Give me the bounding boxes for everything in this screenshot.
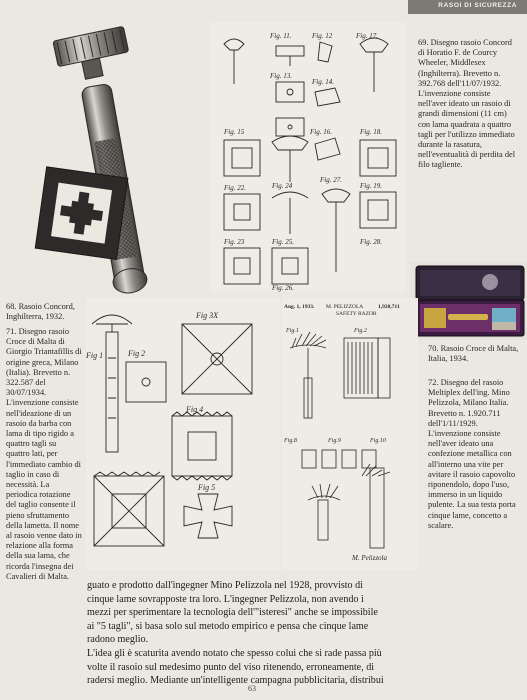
patent-signature: M. Pelizzola [351,554,387,562]
patent-drawing-meltiplex: Aug. 1, 1933. M. PELIZZOLA 1,920,711 SAF… [282,298,418,570]
fig-label-27: Fig. 27. [319,176,342,184]
caption-69: 69. Disegno rasoio Concord di Horatio F.… [418,38,516,170]
fig-label-19: Fig. 19. [359,182,382,190]
body-paragraph-2: L'idea gli è scaturita avendo notato che… [87,647,384,687]
fig-label-25: Fig. 25. [271,238,294,246]
body-paragraph-1: guato e prodotto dall'ingegner Mino Peli… [87,580,378,646]
fig-label-9: Fig.9 [327,438,341,444]
croce-di-malta-razor-photo [410,262,527,340]
fig-label-17: Fig. 17. [355,32,378,40]
patent-inventor: M. PELIZZOLA [326,304,363,310]
fig-label-11: Fig. 11. [269,32,292,40]
fig-label-1: Fig 1 [86,351,103,360]
fig-label-24: Fig. 24 [271,182,293,190]
fig-label-22: Fig. 22. [223,184,246,192]
patent-title: SAFETY RAZOR [336,311,377,317]
fig-label-12: Fig. 12 [311,32,333,40]
fig-label-4: Fig 4 [185,405,203,414]
fig-label-5: Fig 5 [197,483,215,492]
section-header: RASOI DI SICUREZZA [408,0,527,14]
caption-68: 68. Rasoio Concord, Inghilterra, 1932. [6,302,75,322]
patent-number: 1,920,711 [378,304,400,310]
fig-label-16: Fig. 16. [309,128,332,136]
fig-label-2: Fig 2 [127,349,145,358]
fig-label-15: Fig. 15 [223,128,245,136]
fig-label-28: Fig. 28. [359,238,382,246]
fig-label-23: Fig. 23 [223,238,245,246]
caption-71: 71. Disegno rasoio Croce di Malta di Gio… [6,327,82,581]
section-title: RASOI DI SICUREZZA [438,2,517,9]
page-number: 63 [248,684,256,693]
caption-72: 72. Disegno del rasoio Meltiplex dell'in… [428,378,516,530]
patent-date: Aug. 1, 1933. [284,304,315,310]
body-text: guato e prodotto dall'ingegner Mino Peli… [87,579,387,688]
fig-label-10: Fig.10 [369,438,386,444]
patent-drawing-concord: Fig. 11. Fig. 12 Fig. 17. Fig. 13. Fig. … [210,22,406,292]
fig-label-1b: Fig.1 [285,328,299,334]
fig-label-8: Fig.8 [283,438,297,444]
fig-label-3x: Fig 3X [195,311,219,320]
fig-label-18: Fig. 18. [359,128,382,136]
fig-label-13: Fig. 13. [269,72,292,80]
caption-70: 70. Rasoio Croce di Malta, Italia, 1934. [428,344,519,364]
fig-label-2b: Fig.2 [353,328,367,334]
fig-label-14: Fig. 14. [311,78,334,86]
patent-drawing-croce-di-malta: Fig 1 Fig 2 Fig 3X Fig 4 Fig 5 [86,298,280,570]
concord-razor-photo [34,26,148,294]
fig-label-26: Fig. 26. [271,284,294,292]
